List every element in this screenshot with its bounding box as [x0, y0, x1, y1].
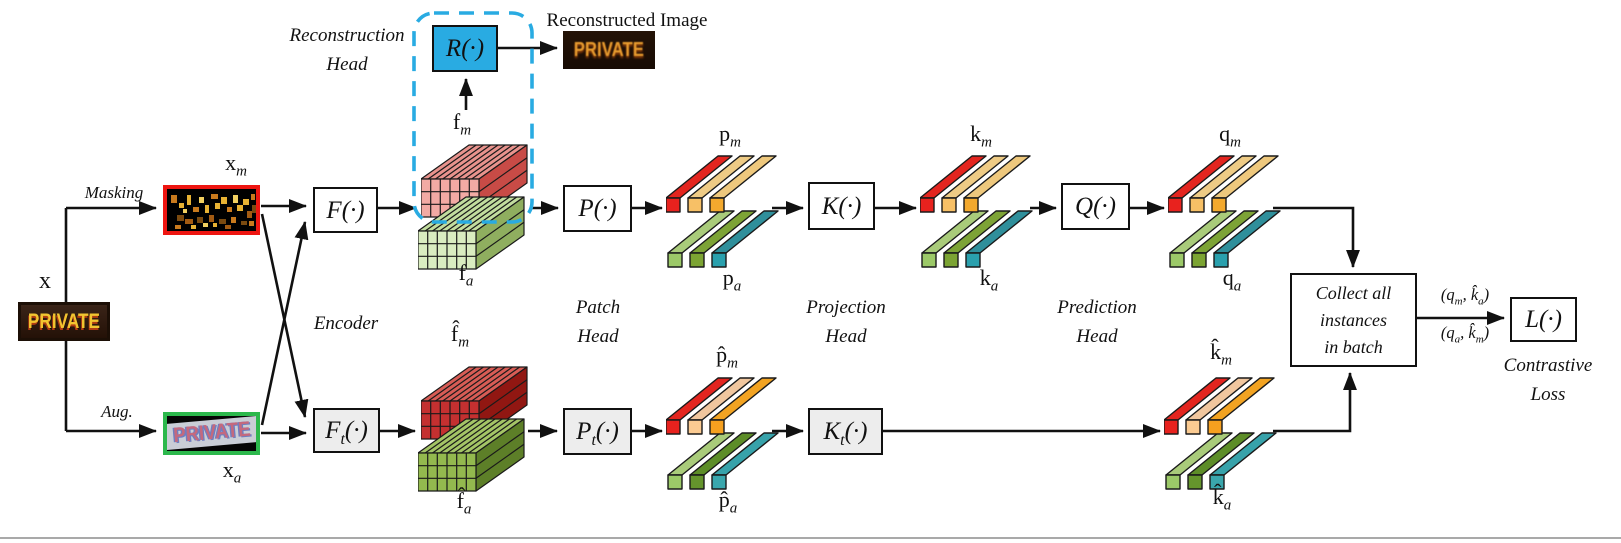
feature-map-tensor-graphic — [417, 418, 525, 492]
fm-label: fm — [452, 109, 472, 139]
pt-box: Pt(·) — [563, 408, 632, 455]
khm-kha-vectors — [1163, 368, 1284, 493]
kt-box: Kt(·) — [808, 408, 883, 455]
khm-label: k̂m — [1210, 339, 1232, 369]
reconstructed-image: PRIVATE — [563, 31, 655, 69]
augmented-image-band: PRIVATE — [167, 416, 256, 451]
pha-label: p̂a — [718, 487, 738, 517]
prediction-head-caption: Prediction Head — [1057, 297, 1137, 347]
ka-label: ka — [979, 265, 999, 295]
fha-label: f̂a — [456, 488, 472, 518]
pair-qa-khm-label: (qa, k̂m) — [1440, 323, 1490, 346]
l-loss-box: L(·) — [1510, 297, 1577, 342]
ft-encoder-box: Ft(·) — [313, 408, 380, 453]
feature-vectors-graphic — [1163, 377, 1277, 490]
phm-pha-vectors — [665, 368, 786, 493]
feature-vectors-graphic — [919, 155, 1033, 268]
encoder-caption: Encoder — [313, 313, 379, 334]
reconstruction-head-caption: Reconstruction Head — [289, 25, 405, 75]
arrow-kbars-to-collect — [1273, 371, 1358, 433]
xa-label: xa — [222, 457, 242, 487]
fha-tensor — [417, 415, 526, 493]
projection-head-caption: Projection Head — [806, 297, 886, 347]
pm-label: pm — [719, 121, 741, 151]
qa-label: qa — [1222, 265, 1242, 295]
p-box: P(·) — [563, 185, 632, 232]
fhm-label: f̂m — [450, 321, 470, 351]
pa-label: pa — [722, 265, 742, 295]
fa-label: fa — [458, 260, 474, 290]
feature-map-tensor-graphic — [417, 196, 525, 270]
masking-label: Masking — [84, 183, 144, 202]
contrastive-loss-caption: Contrastive Loss — [1503, 355, 1593, 405]
bottom-rule — [0, 537, 1621, 539]
r-box: R(·) — [432, 25, 498, 72]
feature-vectors-graphic — [1167, 155, 1281, 268]
pm-pa-vectors — [665, 146, 786, 271]
augmented-image: PRIVATE — [163, 412, 260, 455]
xm-label: xm — [225, 150, 247, 180]
masked-patches-graphic — [171, 194, 256, 229]
qm-label: qm — [1219, 121, 1241, 151]
fa-tensor — [417, 193, 526, 271]
source-image-text: PRIVATE — [27, 309, 101, 333]
collect-instances-box: Collect all instances in batch — [1290, 273, 1417, 367]
k-box: K(·) — [808, 182, 875, 230]
augmented-image-text: PRIVATE — [171, 417, 251, 448]
patch-head-caption: Patch Head — [575, 297, 621, 347]
source-image: PRIVATE — [18, 302, 110, 341]
x-label: x — [39, 268, 51, 294]
kha-label: k̂a — [1212, 484, 1232, 514]
reconstructed-image-caption: Reconstructed Image — [546, 10, 708, 31]
km-ka-vectors — [919, 146, 1040, 271]
feature-vectors-graphic — [665, 155, 779, 268]
reconstructed-image-text: PRIVATE — [573, 38, 645, 61]
phm-label: p̂m — [716, 342, 738, 372]
km-label: km — [970, 121, 992, 151]
q-box: Q(·) — [1061, 183, 1130, 230]
masked-image — [163, 185, 260, 235]
feature-vectors-graphic — [665, 377, 779, 490]
f-encoder-box: F(·) — [313, 187, 378, 233]
pair-qm-kha-label: (qm, k̂a) — [1440, 285, 1490, 308]
aug-label: Aug. — [101, 402, 133, 421]
qm-qa-vectors — [1167, 146, 1288, 271]
